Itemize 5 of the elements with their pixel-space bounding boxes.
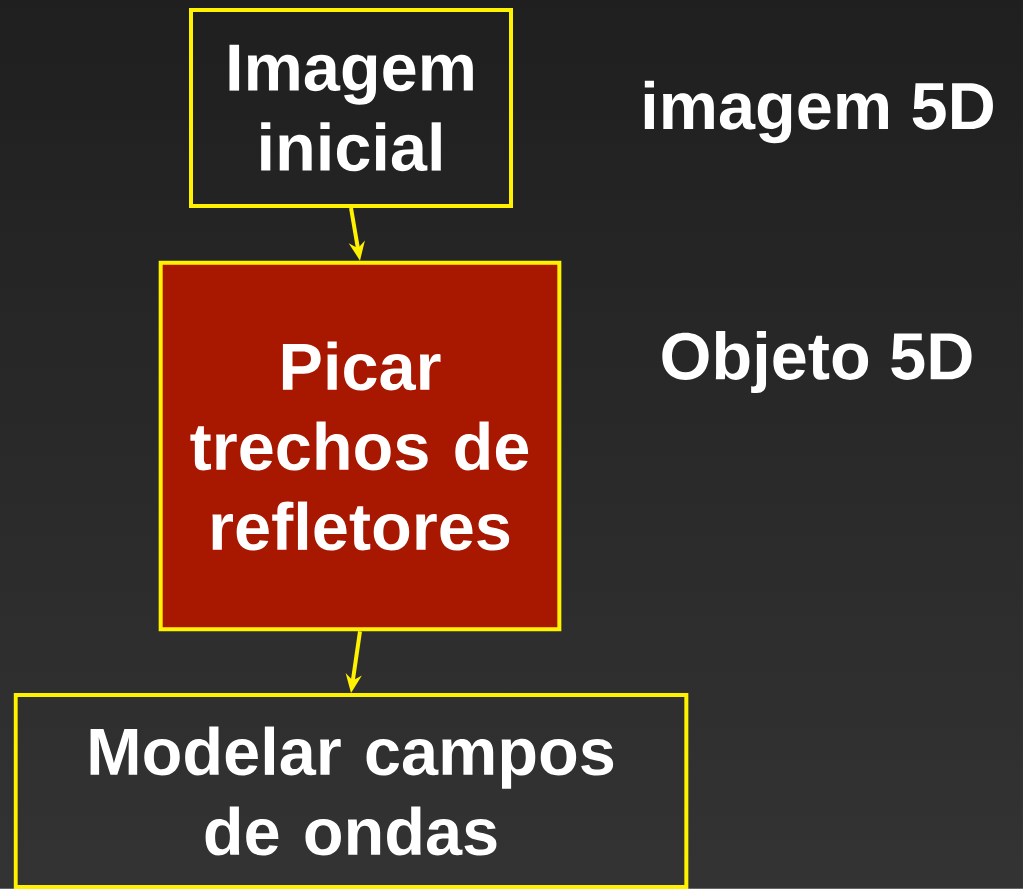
- process-box: Imagem inicial: [189, 8, 513, 208]
- process-box: Modelar campos de ondas: [13, 693, 689, 889]
- side-label: Objeto 5D: [662, 330, 972, 394]
- side-label: imagem 5D: [644, 80, 993, 144]
- process-box: Picar trechos de refletores: [158, 260, 562, 632]
